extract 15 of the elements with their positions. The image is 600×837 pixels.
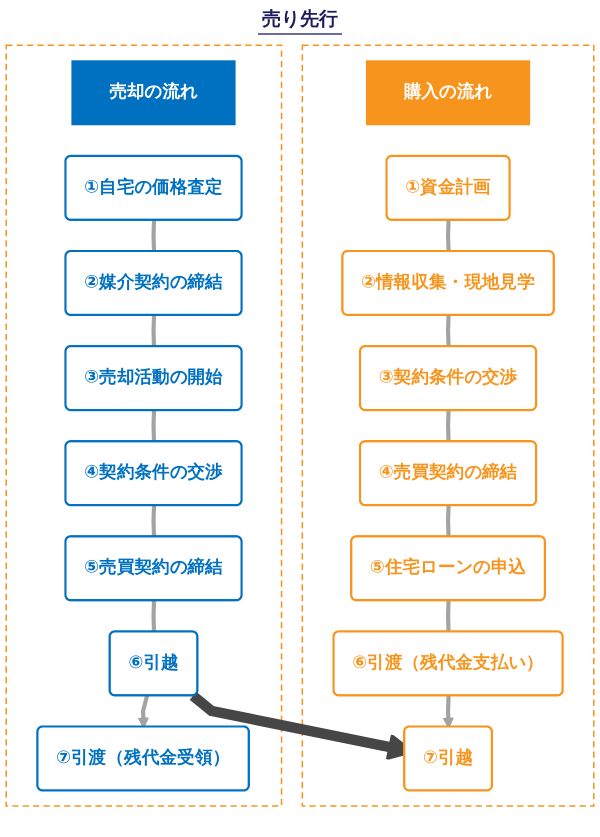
connector — [446, 410, 451, 442]
connector — [151, 410, 156, 442]
connector — [446, 600, 451, 632]
cluster — [5, 44, 282, 807]
connector — [151, 315, 156, 347]
connector — [446, 220, 451, 252]
connector — [446, 506, 451, 537]
connector — [446, 315, 451, 347]
connector — [151, 600, 156, 632]
connector — [151, 506, 156, 537]
node-box: 売却の流れ — [71, 60, 236, 126]
node-box: 購入の流れ — [366, 60, 530, 126]
connector — [151, 220, 156, 252]
diagram-title: 売り先行 — [258, 6, 342, 35]
cluster — [302, 44, 595, 807]
